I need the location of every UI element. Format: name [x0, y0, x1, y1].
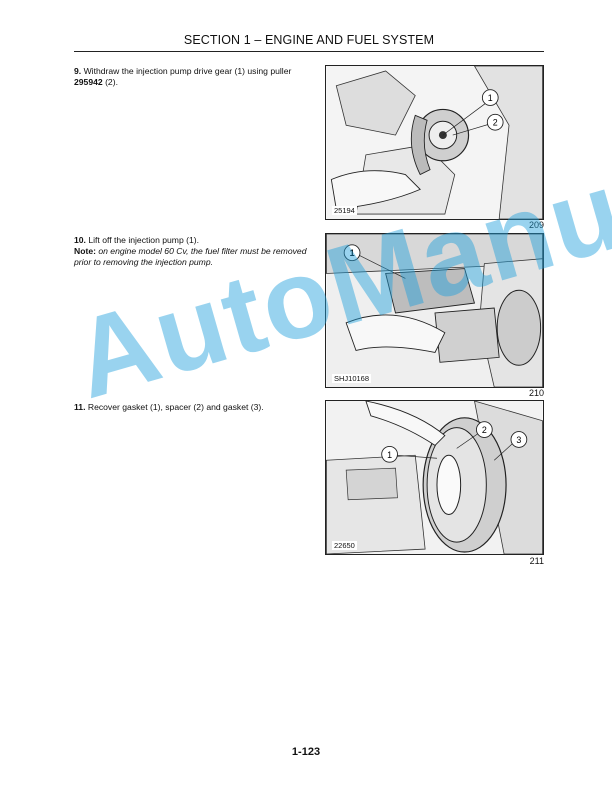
callout-1: 1: [387, 450, 392, 460]
step-instruction: Recover gasket (1), spacer (2) and gaske…: [87, 402, 264, 412]
pump-drive-gear-drawing: 1 2: [326, 66, 543, 219]
step-number: 10.: [74, 235, 86, 245]
figure-code: 25194: [332, 206, 357, 215]
figure-code: 22650: [332, 541, 357, 550]
header-divider: [74, 51, 544, 52]
step-instruction: Withdraw the injection pump drive gear (…: [83, 66, 292, 76]
figure-code: SHJ10168: [332, 374, 372, 383]
figure-number-211: 211: [529, 556, 544, 566]
callout-2: 2: [493, 118, 498, 128]
callout-3: 3: [516, 435, 521, 445]
section-title: SECTION 1 – ENGINE AND FUEL SYSTEM: [183, 33, 435, 47]
figure-211-illustration: 1 2 3 22650: [325, 400, 544, 555]
step-instruction-end: (2).: [102, 77, 118, 87]
figure-number-210: 210: [528, 388, 544, 398]
figure-209-illustration: 1 2 25194: [325, 65, 544, 220]
step-number: 11.: [74, 402, 86, 412]
callout-1: 1: [488, 93, 493, 103]
step-instruction: Lift off the injection pump (1).: [88, 235, 200, 245]
injection-pump-drawing: 1: [326, 234, 543, 387]
note-text: on engine model 60 Cv, the fuel filter m…: [74, 246, 307, 267]
tool-reference: 295942: [74, 77, 103, 87]
step-10-text: 10. Lift off the injection pump (1). Not…: [74, 235, 314, 268]
figure-number-209: 209: [528, 220, 544, 230]
callout-2: 2: [482, 425, 487, 435]
note-label: Note:: [74, 246, 96, 256]
gasket-spacer-drawing: 1 2 3: [326, 401, 543, 554]
step-9-text: 9. Withdraw the injection pump drive gea…: [74, 66, 314, 88]
page-number: 1-123: [291, 746, 321, 758]
step-11-text: 11. Recover gasket (1), spacer (2) and g…: [74, 402, 314, 413]
figure-210-illustration: 1 SHJ10168: [325, 233, 544, 388]
callout-1: 1: [350, 248, 355, 258]
step-number: 9.: [74, 66, 82, 76]
